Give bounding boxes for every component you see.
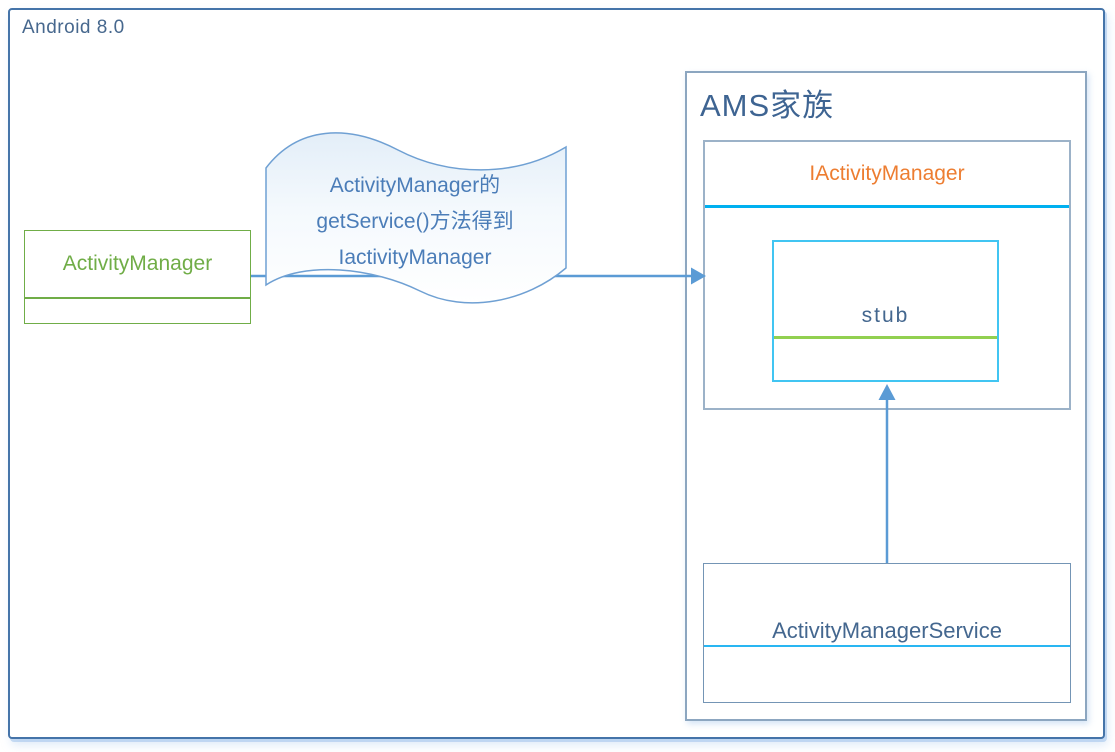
stub-node: stub [772,240,999,382]
activity-manager-service-label: ActivityManagerService [772,618,1002,643]
activity-manager-service-body [704,647,1070,702]
frame-title: Android 8.0 [22,17,125,38]
activity-manager-service-divider [704,645,1070,647]
activity-manager-body [25,299,250,323]
activity-manager-node: ActivityManager [24,230,251,324]
wave-annotation-line: ActivityManager的 [329,174,501,197]
iactivity-manager-node: IActivityManager [703,140,1071,410]
wave-annotation-line: IactivityManager [338,246,492,269]
activity-manager-service-node: ActivityManagerService [703,563,1071,703]
stub-divider [774,336,997,339]
ams-family-title: AMS家族 [700,88,835,123]
wave-annotation-line: getService()方法得到 [316,210,514,233]
stub-label: stub [861,304,910,327]
activity-manager-divider [25,297,250,299]
activity-manager-label: ActivityManager [62,252,213,275]
wave-annotation: ActivityManager的 getService()方法得到 Iactiv… [272,168,558,276]
iactivity-manager-label: IActivityManager [809,161,965,185]
stub-body [774,339,997,380]
iactivity-manager-divider [705,205,1069,208]
